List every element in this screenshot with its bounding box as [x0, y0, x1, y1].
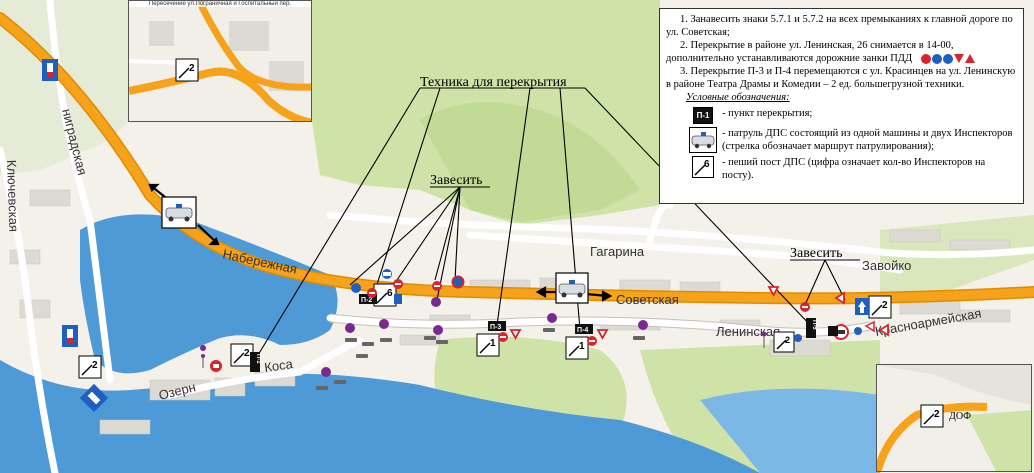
- legend-panel: 1. Занавесить знаки 5.7.1 и 5.7.2 на все…: [659, 8, 1024, 204]
- callout-hang-left: Завесить: [430, 173, 483, 188]
- traffic-post-icon: [201, 354, 205, 358]
- post-count: 6: [387, 288, 393, 299]
- yield-sign-icon: [767, 286, 780, 297]
- svg-text:П-2: П-2: [361, 297, 372, 304]
- inset-title: Пересечение ул.Пограничная и Госпитальны…: [129, 1, 311, 7]
- legend-entry-post: 6 - пеший пост ДПС (цифра означает кол-в…: [666, 156, 1017, 182]
- closure-badge-icon: П-1: [692, 107, 714, 124]
- closure-point-p1: П-1: [250, 352, 261, 372]
- no-parking-sign-icon: [431, 297, 441, 307]
- inset-label-dof: ДОФ: [949, 411, 972, 422]
- inset-map-top-drawing: 2: [129, 1, 311, 121]
- warning-sign-icon: [864, 320, 875, 333]
- callout-hang-right: Завесить: [790, 246, 843, 261]
- callout-equipment: Техника для перекрытия: [420, 75, 567, 90]
- patrol-car-icon: [555, 272, 589, 304]
- closure-point-p5: П-5: [806, 318, 817, 338]
- svg-text:П-3: П-3: [490, 324, 501, 331]
- patrol-car-icon: [161, 196, 197, 229]
- legend-item-3: 3. Перекрытие П-3 и П-4 перемещаются с у…: [666, 66, 1016, 90]
- foot-post-icon: 1: [565, 336, 589, 360]
- bay: [700, 388, 880, 473]
- inset-map-top: 2 Пересечение ул.Пограничная и Госпиталь…: [128, 0, 312, 122]
- no-parking-sign-icon: [200, 345, 206, 351]
- sign-icon: [794, 334, 802, 342]
- post-count: 2: [92, 360, 98, 371]
- no-parking-sign-icon: [547, 313, 557, 323]
- svg-text:П-5: П-5: [811, 320, 817, 330]
- roundabout-sign-icon: [351, 283, 361, 293]
- warning-sign-icon: [834, 291, 845, 305]
- legend-item-2-text: 2. Перекрытие в районе ул. Ленинская, 26…: [666, 40, 954, 64]
- post-count: 2: [244, 348, 250, 359]
- street-label-sovetskaya: Советская: [616, 292, 679, 307]
- street-label-gagarina: Гагарина: [590, 244, 645, 259]
- secondary-road-edges: [329, 313, 871, 337]
- post-count: 1: [579, 341, 585, 352]
- lake: [80, 214, 338, 374]
- park-area: [420, 102, 640, 222]
- legend-title: Условные обозначения:: [686, 92, 790, 103]
- no-parking-sign-icon: [345, 323, 355, 333]
- roundabout-sign-icon: [942, 53, 953, 64]
- yield-sign-icon: [953, 53, 964, 63]
- patrol-car-icon: [689, 127, 717, 153]
- legend-entry-patrol: - патруль ДПС состоящий из одной машины …: [666, 127, 1017, 153]
- closure-point-p3: П-3: [488, 321, 506, 331]
- post-count: 2: [882, 300, 888, 311]
- no-entry-sign-icon: [920, 53, 931, 64]
- closure-point-p2: П-2: [359, 294, 377, 304]
- street-label-kosa: Коса: [263, 356, 294, 375]
- foot-post-icon: 2: [868, 295, 892, 319]
- post-count: 2: [189, 63, 195, 74]
- inset-map-bottom: 2 ДОФ: [876, 364, 1032, 472]
- info-sign-icon: [931, 53, 942, 64]
- sign-icon: [828, 326, 838, 336]
- foot-post-icon: 2: [773, 331, 795, 353]
- no-stopping-sign-icon: [451, 275, 465, 289]
- legend-entry-post-text: - пеший пост ДПС (цифра означает кол-во …: [722, 157, 986, 181]
- no-parking-sign-icon: [321, 367, 331, 377]
- legend-entry-patrol-text: - патруль ДПС состоящий из одной машины …: [722, 128, 1013, 152]
- warning-sign-icon: [509, 329, 522, 340]
- sign-icon: [854, 327, 862, 335]
- parking-sign-icon: [394, 294, 402, 304]
- no-parking-sign-icon: [638, 320, 648, 330]
- street-label-zavoyko: Завойко: [862, 258, 911, 273]
- inline-sign-icons: [920, 53, 975, 64]
- legend-entry-point: П-1 - пункт перекрытия;: [666, 107, 1017, 124]
- legend-item-1: 1. Занавесить знаки 5.7.1 и 5.7.2 на все…: [666, 14, 1013, 38]
- no-parking-sign-icon: [433, 325, 443, 335]
- foot-post-icon: 6: [692, 156, 714, 178]
- svg-text:П-4: П-4: [577, 327, 588, 334]
- foot-post-icon: 2: [230, 343, 254, 367]
- legend-entry-point-text: - пункт перекрытия;: [722, 108, 813, 119]
- street-label-leninskaya: Ленинская: [716, 324, 780, 339]
- foot-post-icon: 1: [476, 333, 500, 357]
- legend-item-2: 2. Перекрытие в районе ул. Ленинская, 26…: [666, 39, 1017, 65]
- tow-truck-icons: [316, 328, 645, 390]
- street-label-klyuchevskaya: Ключевская: [4, 160, 22, 233]
- warning-sign-icon: [596, 329, 609, 340]
- warning-sign-icon: [878, 323, 889, 337]
- post-count: 1: [490, 338, 496, 349]
- warning-sign-icon: [964, 53, 975, 63]
- post-count: 2: [785, 335, 790, 345]
- inset-map-bottom-drawing: 2: [877, 365, 1031, 471]
- closure-point-p4: П-4: [575, 324, 593, 334]
- road-signs: [42, 59, 889, 413]
- svg-text:П-1: П-1: [255, 354, 261, 364]
- post-count: 2: [934, 409, 940, 420]
- foot-post-icon: 2: [78, 355, 102, 379]
- post-count: 6: [704, 159, 710, 170]
- foot-post-icon: 6: [373, 283, 397, 307]
- no-parking-sign-icon: [379, 319, 389, 329]
